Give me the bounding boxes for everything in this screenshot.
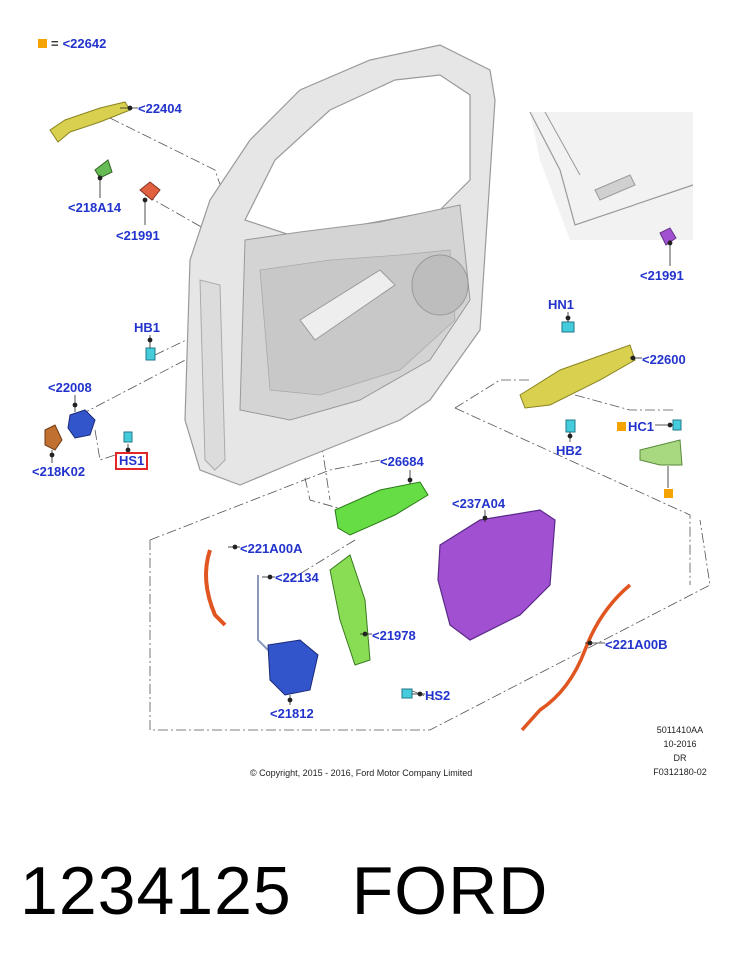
part-21812: [267, 639, 319, 696]
part-21991-b: [659, 227, 677, 246]
copyright-notice: © Copyright, 2015 - 2016, Ford Motor Com…: [250, 768, 473, 778]
label-22134: <22134: [275, 570, 319, 585]
part-hc1-bracket: [639, 439, 683, 466]
ref-line-1: 5011410AA: [656, 725, 704, 735]
label-218k02: <218K02: [32, 464, 86, 479]
hc1-orange-marker-icon: [617, 422, 626, 431]
part-hc1-clip: [672, 419, 682, 431]
label-hb1: HB1: [134, 320, 161, 335]
label-hc1: HC1: [628, 419, 655, 434]
label-21812: <21812: [270, 706, 314, 721]
part-hs1: [123, 431, 133, 443]
bracket-orange-marker-icon: [664, 489, 673, 498]
label-hs2: HS2: [425, 688, 451, 703]
legend-text: <22642: [62, 36, 107, 51]
part-21991-a: [139, 181, 161, 201]
label-hs1-highlighted: HS1: [115, 452, 149, 470]
part-237a04: [437, 509, 556, 641]
part-22008: [67, 409, 96, 439]
label-21991-a: <21991: [116, 228, 160, 243]
ref-line-3: DR: [673, 753, 687, 763]
label-22008: <22008: [48, 380, 92, 395]
label-221a00b: <221A00B: [605, 637, 668, 652]
legend-equals: =: [51, 36, 59, 51]
orange-marker-icon: [38, 39, 47, 48]
door-panel: [184, 44, 496, 486]
label-26684: <26684: [380, 454, 424, 469]
label-22404: <22404: [138, 101, 182, 116]
part-number: 1234125: [20, 853, 292, 929]
ref-line-4: F0312180-02: [653, 767, 707, 777]
part-hb2: [565, 419, 576, 433]
brand-name: FORD: [351, 853, 549, 929]
leader-lines: [49, 105, 673, 705]
exploded-parts-diagram: =<22642 <22404 <218A14 <21991 <21991 HB1…: [32, 36, 715, 779]
part-hn1: [561, 321, 575, 333]
part-hb1: [145, 347, 156, 361]
part-hs2: [401, 688, 413, 699]
ref-line-2: 10-2016: [663, 739, 697, 749]
part-221a00a: [204, 549, 227, 627]
label-21991-b: <21991: [640, 268, 684, 283]
part-22134: [257, 575, 269, 651]
part-218a14: [94, 159, 113, 179]
part-21978: [329, 554, 371, 666]
part-221a00b: [520, 583, 632, 732]
label-218a14: <218A14: [68, 200, 122, 215]
label-237a04: <237A04: [452, 496, 506, 511]
part-26684: [334, 481, 429, 536]
label-hn1: HN1: [548, 297, 575, 312]
legend: =<22642: [38, 36, 106, 51]
label-22600: <22600: [642, 352, 686, 367]
part-22600: [519, 344, 636, 409]
label-221a00a: <221A00A: [240, 541, 303, 556]
label-21978: <21978: [372, 628, 416, 643]
drawing-reference: 5011410AA 10-2016 DR F0312180-02: [645, 723, 715, 779]
caption: 1234125 FORD: [20, 852, 608, 930]
label-hb2: HB2: [556, 443, 583, 458]
part-218k02: [44, 424, 63, 451]
diagram-artwork: [44, 44, 711, 732]
inset-door-view: [529, 111, 694, 240]
